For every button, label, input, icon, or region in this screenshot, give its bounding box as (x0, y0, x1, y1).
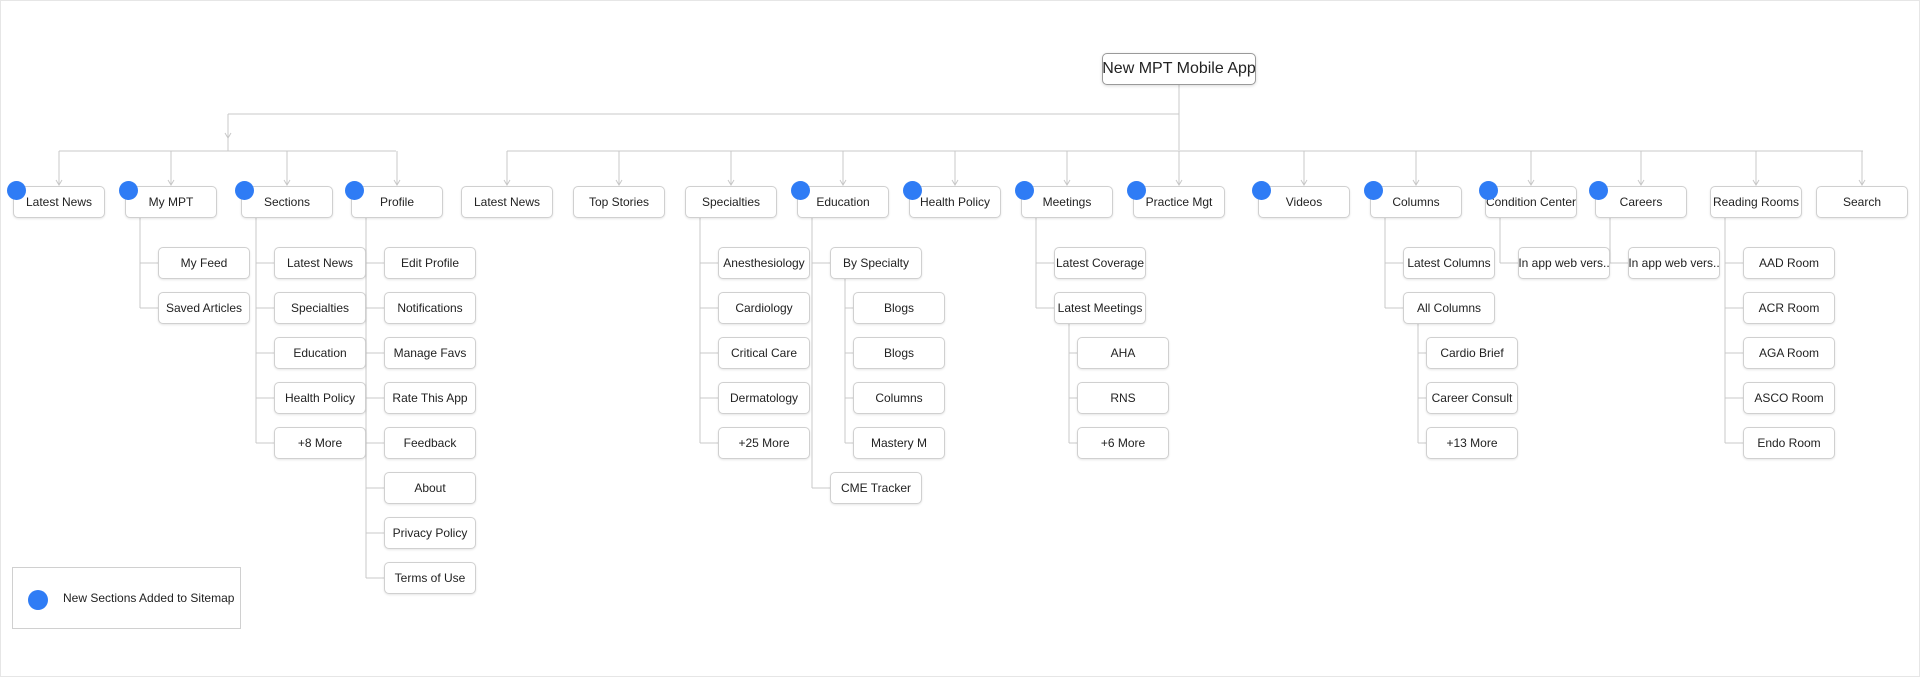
node-dermatology[interactable]: Dermatology (718, 382, 810, 414)
node-25-more[interactable]: +25 More (718, 427, 810, 459)
node-specialties[interactable]: Specialties (274, 292, 366, 324)
node-in-app-web-vers[interactable]: In app web vers.. (1518, 247, 1610, 279)
new-section-dot-icon (1015, 181, 1034, 200)
node-by-specialty[interactable]: By Specialty (830, 247, 922, 279)
node-reading-rooms[interactable]: Reading Rooms (1710, 186, 1802, 218)
node-endo-room[interactable]: Endo Room (1743, 427, 1835, 459)
node-13-more[interactable]: +13 More (1426, 427, 1518, 459)
node-edit-profile[interactable]: Edit Profile (384, 247, 476, 279)
legend: New Sections Added to Sitemap (12, 567, 241, 629)
new-section-dot-icon (28, 590, 48, 610)
node-6-more[interactable]: +6 More (1077, 427, 1169, 459)
connector-arrow (1412, 179, 1420, 186)
connector-arrow (1858, 179, 1866, 186)
node-about[interactable]: About (384, 472, 476, 504)
node-latest-news[interactable]: Latest News (461, 186, 553, 218)
new-section-dot-icon (1127, 181, 1146, 200)
node-cme-tracker[interactable]: CME Tracker (830, 472, 922, 504)
node-acr-room[interactable]: ACR Room (1743, 292, 1835, 324)
node-condition-center[interactable]: Condition Center (1485, 186, 1577, 218)
node-my-mpt[interactable]: My MPT (125, 186, 217, 218)
node-latest-columns[interactable]: Latest Columns (1403, 247, 1495, 279)
node-my-feed[interactable]: My Feed (158, 247, 250, 279)
connector-arrow (1063, 179, 1071, 186)
node-feedback[interactable]: Feedback (384, 427, 476, 459)
connector-arrow (393, 179, 401, 186)
node-critical-care[interactable]: Critical Care (718, 337, 810, 369)
node-specialties[interactable]: Specialties (685, 186, 777, 218)
connector-arrow (1752, 179, 1760, 186)
new-section-dot-icon (1589, 181, 1608, 200)
node-columns[interactable]: Columns (853, 382, 945, 414)
connector-arrow (283, 179, 291, 186)
connector-arrow (1637, 179, 1645, 186)
node-aha[interactable]: AHA (1077, 337, 1169, 369)
node-blogs[interactable]: Blogs (853, 292, 945, 324)
node-practice-mgt[interactable]: Practice Mgt (1133, 186, 1225, 218)
node-latest-news[interactable]: Latest News (274, 247, 366, 279)
node-rate-this-app[interactable]: Rate This App (384, 382, 476, 414)
connector-arrow (615, 179, 623, 186)
node-all-columns[interactable]: All Columns (1403, 292, 1495, 324)
node-rns[interactable]: RNS (1077, 382, 1169, 414)
new-section-dot-icon (119, 181, 138, 200)
connector-arrow (1300, 179, 1308, 186)
new-section-dot-icon (7, 181, 26, 200)
new-section-dot-icon (903, 181, 922, 200)
node-meetings[interactable]: Meetings (1021, 186, 1113, 218)
node-videos[interactable]: Videos (1258, 186, 1350, 218)
connector-arrow (951, 179, 959, 186)
node-search[interactable]: Search (1816, 186, 1908, 218)
new-section-dot-icon (235, 181, 254, 200)
new-section-dot-icon (1364, 181, 1383, 200)
connector-arrow (1527, 179, 1535, 186)
connector-arrow (839, 179, 847, 186)
root-node[interactable]: New MPT Mobile App (1102, 53, 1256, 85)
node-aad-room[interactable]: AAD Room (1743, 247, 1835, 279)
node-health-policy[interactable]: Health Policy (274, 382, 366, 414)
new-section-dot-icon (1252, 181, 1271, 200)
node-8-more[interactable]: +8 More (274, 427, 366, 459)
connector-arrow (55, 179, 63, 186)
node-columns[interactable]: Columns (1370, 186, 1462, 218)
node-terms-of-use[interactable]: Terms of Use (384, 562, 476, 594)
node-latest-meetings[interactable]: Latest Meetings (1054, 292, 1146, 324)
node-career-consult[interactable]: Career Consult (1426, 382, 1518, 414)
node-latest-coverage[interactable]: Latest Coverage (1054, 247, 1146, 279)
connector-arrow (1175, 179, 1183, 186)
node-asco-room[interactable]: ASCO Room (1743, 382, 1835, 414)
connector-arrow (167, 179, 175, 186)
node-saved-articles[interactable]: Saved Articles (158, 292, 250, 324)
legend-label: New Sections Added to Sitemap (63, 591, 235, 605)
node-education[interactable]: Education (797, 186, 889, 218)
new-section-dot-icon (345, 181, 364, 200)
node-mastery-m[interactable]: Mastery M (853, 427, 945, 459)
connector-arrow (727, 179, 735, 186)
new-section-dot-icon (1479, 181, 1498, 200)
node-sections[interactable]: Sections (241, 186, 333, 218)
node-cardio-brief[interactable]: Cardio Brief (1426, 337, 1518, 369)
node-blogs[interactable]: Blogs (853, 337, 945, 369)
node-cardiology[interactable]: Cardiology (718, 292, 810, 324)
new-section-dot-icon (791, 181, 810, 200)
node-manage-favs[interactable]: Manage Favs (384, 337, 476, 369)
node-education[interactable]: Education (274, 337, 366, 369)
node-careers[interactable]: Careers (1595, 186, 1687, 218)
node-health-policy[interactable]: Health Policy (909, 186, 1001, 218)
node-in-app-web-vers[interactable]: In app web vers.. (1628, 247, 1720, 279)
node-aga-room[interactable]: AGA Room (1743, 337, 1835, 369)
node-top-stories[interactable]: Top Stories (573, 186, 665, 218)
node-latest-news[interactable]: Latest News (13, 186, 105, 218)
node-profile[interactable]: Profile (351, 186, 443, 218)
node-anesthesiology[interactable]: Anesthesiology (718, 247, 810, 279)
connector-arrow (503, 179, 511, 186)
node-notifications[interactable]: Notifications (384, 292, 476, 324)
node-privacy-policy[interactable]: Privacy Policy (384, 517, 476, 549)
